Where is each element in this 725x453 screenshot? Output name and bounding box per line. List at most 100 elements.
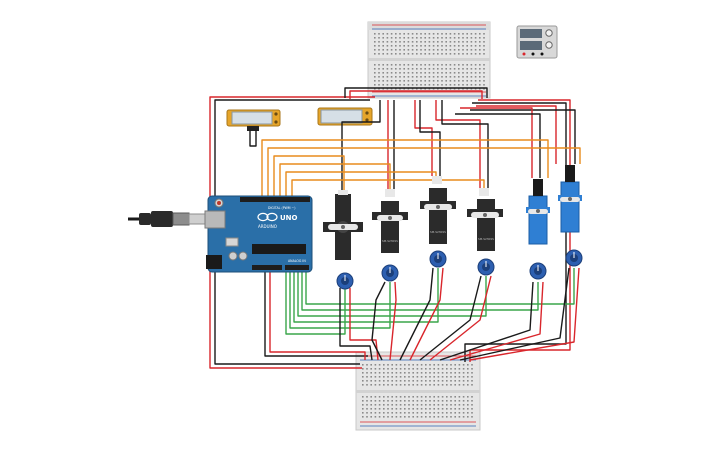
breadboard-hole (411, 80, 414, 82)
breadboard-hole (395, 88, 397, 90)
breadboard-hole (449, 80, 452, 82)
breadboard-hole (416, 384, 419, 386)
usb-cable-icon[interactable] (128, 211, 210, 227)
breadboard-hole (374, 400, 377, 402)
servo-6[interactable] (558, 165, 582, 233)
breadboard-hole (470, 37, 473, 39)
potentiometer-6[interactable] (565, 249, 583, 267)
breadboard-hole (466, 88, 468, 90)
breadboard-hole (362, 412, 364, 414)
servo-5[interactable] (526, 179, 550, 245)
breadboard-hole (445, 68, 447, 70)
bottom-breadboard[interactable] (355, 351, 481, 431)
breadboard-hole (395, 37, 397, 39)
servo-4[interactable]: SM-S2309S (467, 188, 503, 251)
potentiometer-2[interactable] (381, 264, 399, 282)
breadboard-hole (416, 37, 418, 39)
breadboard-hole (462, 408, 465, 410)
breadboard-hole (441, 80, 443, 82)
breadboard-hole (399, 364, 402, 366)
breadboard-hole (453, 64, 456, 66)
breadboard-hole (462, 53, 464, 55)
servo-3[interactable]: SM-S2309S (420, 176, 456, 244)
breadboard-hole (386, 84, 389, 86)
breadboard-hole (374, 37, 376, 39)
breadboard-hole (420, 364, 423, 366)
breadboard-hole (378, 45, 380, 47)
breadboard-hole (474, 37, 477, 39)
breadboard-hole (458, 53, 460, 55)
breadboard-hole (390, 80, 393, 82)
breadboard-hole (441, 380, 444, 382)
breadboard-hole (416, 88, 418, 90)
breadboard-hole (370, 368, 372, 370)
servo-1[interactable] (323, 190, 363, 260)
breadboard-hole (424, 68, 426, 70)
servo-2[interactable]: SM-S2309S (372, 189, 408, 253)
breadboard-hole (458, 88, 460, 90)
breadboard-hole (428, 53, 431, 55)
breadboard-hole (404, 384, 406, 386)
breadboard-hole (382, 72, 384, 74)
breadboard-hole (437, 396, 440, 398)
breadboard-hole (366, 408, 368, 410)
breadboard-hole (403, 41, 405, 43)
breadboard-hole (374, 53, 376, 55)
breadboard-hole (395, 76, 397, 78)
breadboard-hole (383, 416, 385, 418)
breadboard-hole (420, 53, 422, 55)
breadboard-hole (374, 380, 377, 382)
dc-power-supply-icon[interactable] (516, 25, 558, 59)
breadboard-hole (412, 368, 414, 370)
breadboard-hole (387, 412, 389, 414)
breadboard-hole (479, 64, 481, 66)
breadboard-hole (446, 384, 448, 386)
breadboard-hole (404, 400, 406, 402)
board-model-label: UNO (280, 214, 298, 222)
top-breadboard[interactable] (367, 21, 491, 99)
arduino-uno-board[interactable]: UNO ARDUINO DIGITAL (PWM ~) ANALOG IN (204, 195, 313, 273)
breadboard-hole (362, 364, 364, 366)
breadboard-hole (470, 80, 473, 82)
breadboard-hole (432, 80, 435, 82)
breadboard-hole (462, 68, 464, 70)
potentiometer-1[interactable] (336, 272, 354, 290)
breadboard-hole (445, 53, 447, 55)
potentiometer-4[interactable] (477, 258, 495, 276)
breadboard-hole (441, 408, 444, 410)
breadboard-hole (458, 408, 461, 410)
breadboard-hole (362, 368, 364, 370)
breadboard-hole (399, 84, 401, 86)
breadboard-hole (411, 33, 414, 35)
breadboard-hole (437, 49, 439, 51)
breadboard-hole (453, 72, 456, 74)
potentiometer-3[interactable] (429, 250, 447, 268)
breadboard-hole (471, 384, 473, 386)
slide-potentiometer-1[interactable] (226, 109, 281, 131)
breadboard-hole (386, 76, 389, 78)
breadboard-hole (425, 408, 427, 410)
breadboard-hole (374, 384, 377, 386)
breadboard-hole (366, 372, 368, 374)
breadboard-hole (378, 80, 380, 82)
breadboard-hole (445, 49, 447, 51)
breadboard-hole (454, 404, 456, 406)
breadboard-hole (411, 37, 414, 39)
breadboard-hole (366, 368, 368, 370)
breadboard-hole (425, 368, 427, 370)
breadboard-hole (449, 76, 452, 78)
breadboard-hole (416, 76, 418, 78)
breadboard-hole (420, 368, 423, 370)
breadboard-hole (395, 84, 397, 86)
breadboard-hole (441, 416, 444, 418)
breadboard-hole (424, 88, 426, 90)
breadboard-hole (467, 376, 469, 378)
breadboard-hole (378, 37, 380, 39)
breadboard-hole (420, 49, 422, 51)
breadboard-hole (374, 72, 376, 74)
potentiometer-5[interactable] (529, 262, 547, 280)
breadboard-hole (420, 68, 422, 70)
breadboard-hole (470, 45, 473, 47)
breadboard-hole (407, 80, 410, 82)
